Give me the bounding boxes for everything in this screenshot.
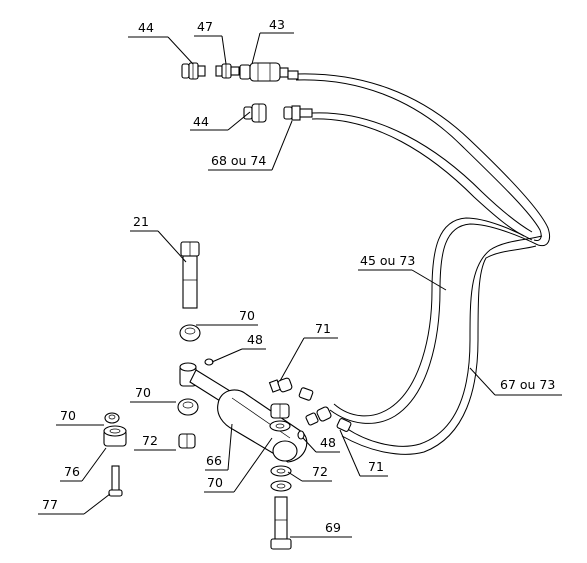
nut-70-upper-right	[270, 403, 290, 419]
spacer-70-lower	[177, 398, 199, 416]
fitting-44-upper	[181, 62, 206, 80]
label-44-lower: 44	[193, 114, 209, 129]
label-70-left-mid: 70	[135, 385, 151, 400]
plug-48-lower	[297, 430, 305, 440]
plug-48-upper	[204, 358, 214, 366]
washer-70-right	[269, 420, 291, 432]
nut-70-left	[104, 412, 120, 424]
label-48-upper: 48	[247, 332, 263, 347]
elbow-71-upper	[268, 377, 314, 401]
coupler-43	[239, 62, 299, 82]
label-70-bottom-right: 70	[207, 475, 223, 490]
label-21: 21	[133, 214, 149, 229]
valve-body-66	[179, 362, 308, 463]
label-71-lower: 71	[368, 459, 384, 474]
fitting-44-lower	[243, 103, 267, 123]
pin-77	[108, 465, 123, 497]
washer-72-right	[270, 465, 292, 477]
washer-70-bottom	[270, 480, 292, 492]
label-44-upper: 44	[138, 20, 154, 35]
label-67-ou-73: 67 ou 73	[500, 377, 555, 392]
label-72-left: 72	[142, 433, 158, 448]
label-43: 43	[269, 17, 285, 32]
label-71-upper: 71	[315, 321, 331, 336]
label-76: 76	[64, 464, 80, 479]
label-68-ou-74: 68 ou 74	[211, 153, 266, 168]
block-76	[103, 425, 127, 447]
nut-72-left	[178, 433, 196, 449]
label-69: 69	[325, 520, 341, 535]
fitting-68-ou-74	[283, 105, 313, 121]
bolt-69	[270, 496, 292, 550]
label-48-lower: 48	[320, 435, 336, 450]
label-47: 47	[197, 19, 213, 34]
hose-upper-pair	[295, 73, 551, 247]
callout-labels: 44 47 43 44 68 ou 74 21 45 ou 73 70 71 4…	[42, 17, 555, 535]
bolt-21	[180, 241, 200, 309]
hose-45-ou-73	[329, 217, 539, 424]
leader-lines	[38, 32, 562, 538]
spacer-70-top	[179, 324, 201, 342]
label-72-right: 72	[312, 464, 328, 479]
label-45-ou-73: 45 ou 73	[360, 253, 415, 268]
hose-67-ou-73	[341, 235, 543, 455]
elbow-71-lower	[305, 406, 352, 432]
label-70-far-left: 70	[60, 408, 76, 423]
fitting-47	[215, 63, 240, 79]
label-70-top: 70	[239, 308, 255, 323]
label-77: 77	[42, 497, 58, 512]
label-66: 66	[206, 453, 222, 468]
